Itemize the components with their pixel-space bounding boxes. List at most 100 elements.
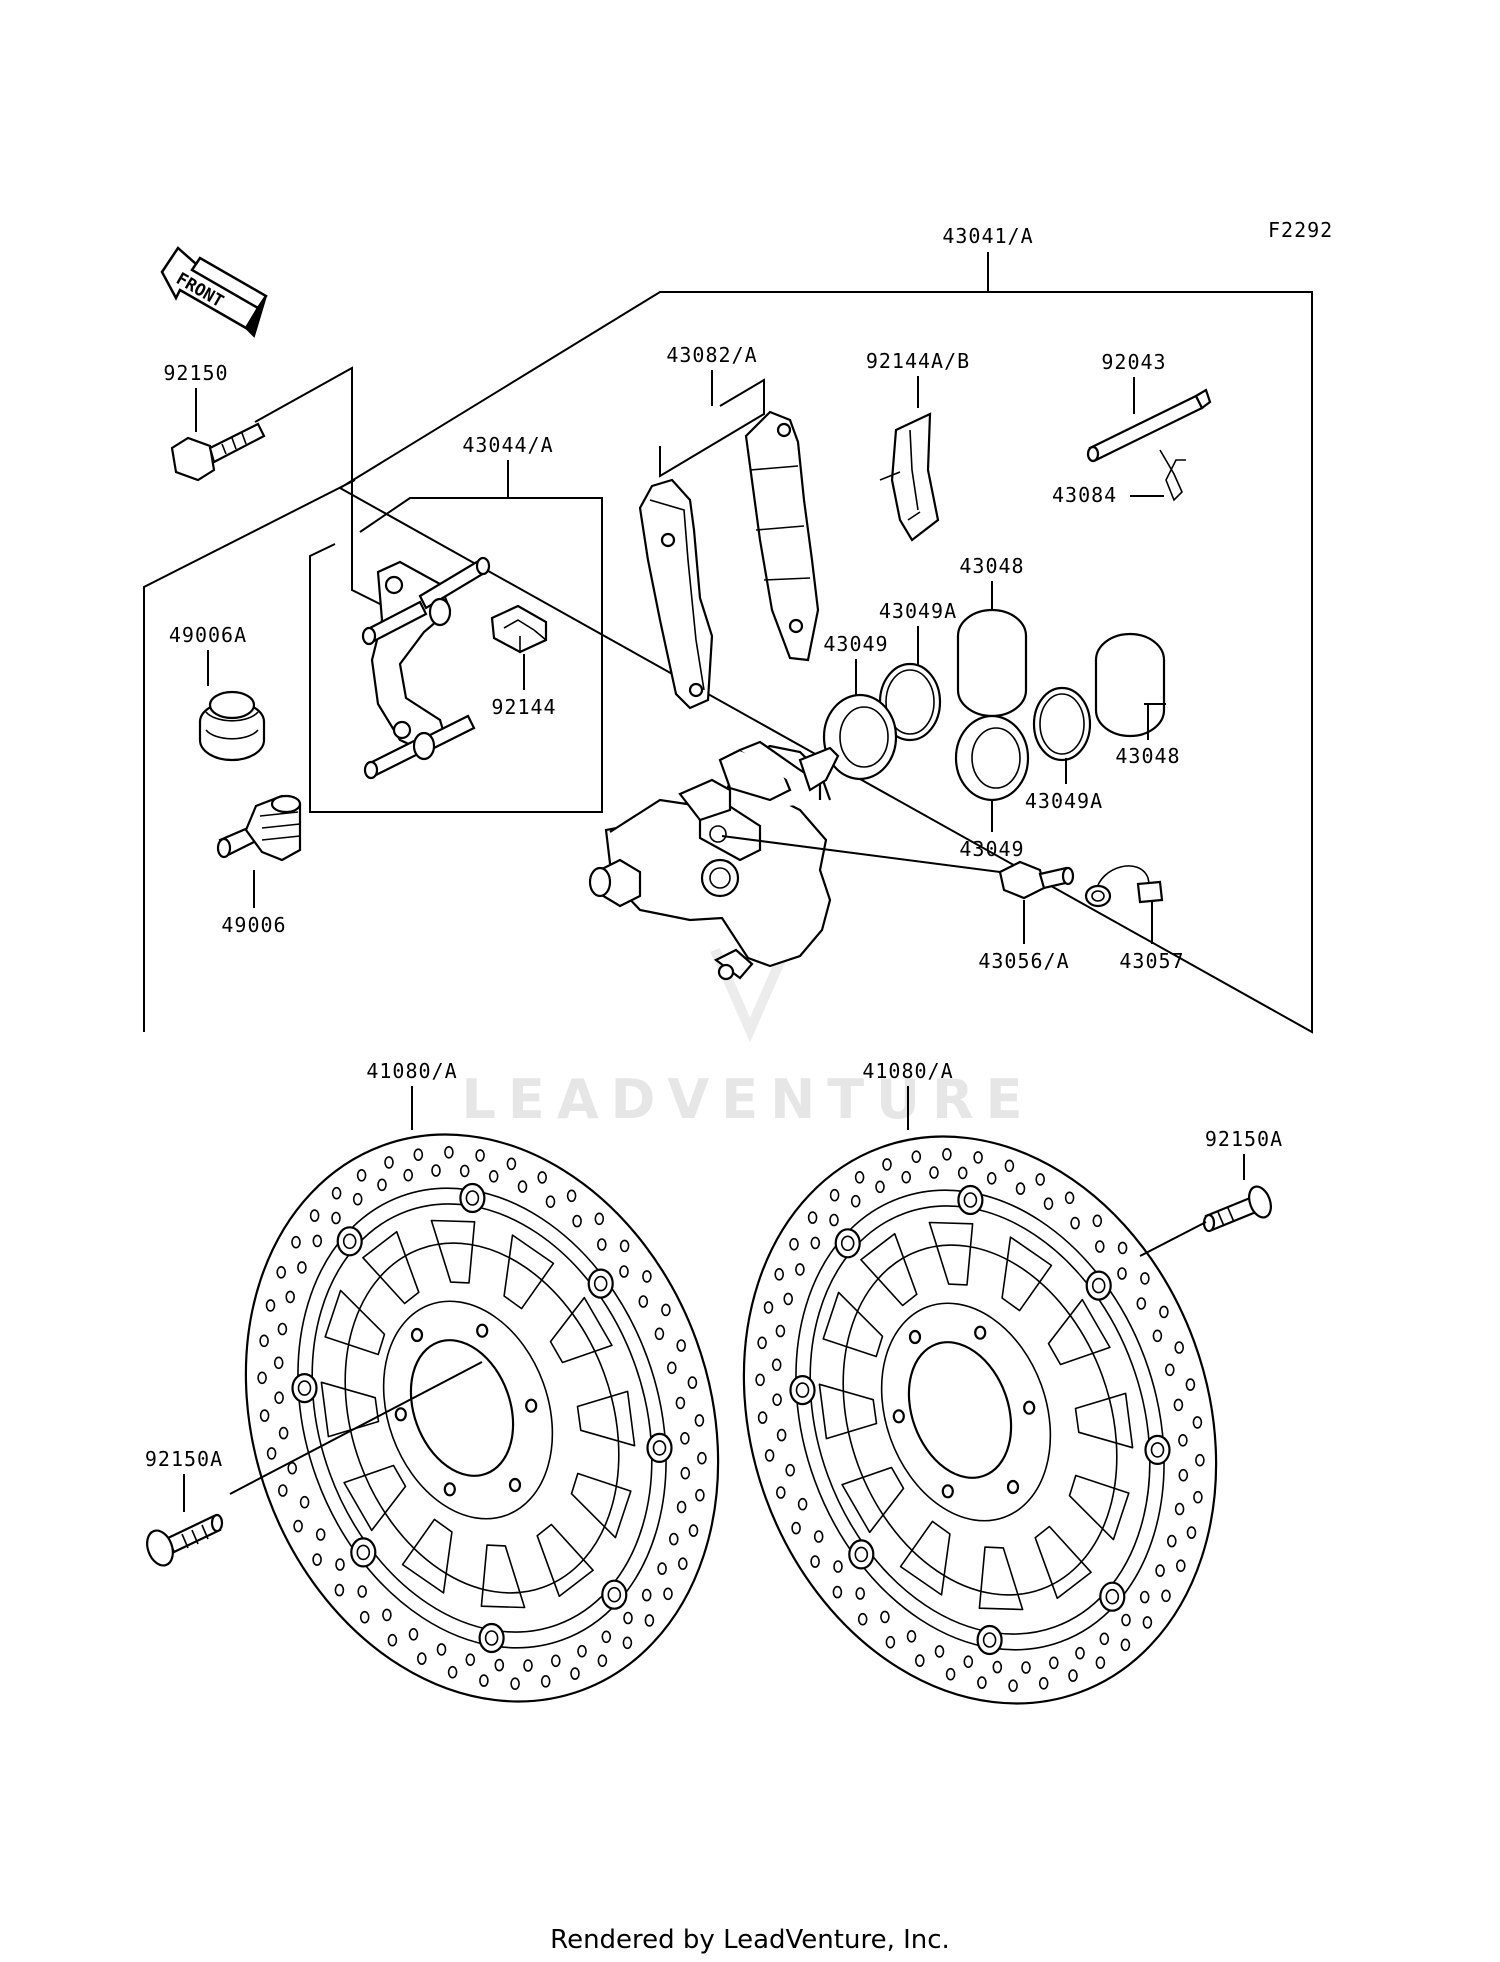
floating-button	[291, 1372, 318, 1404]
drill-hole	[1176, 1559, 1186, 1572]
drill-hole	[277, 1484, 288, 1497]
drill-hole	[986, 1172, 997, 1185]
drill-hole	[331, 1186, 342, 1200]
drill-hole	[676, 1500, 687, 1514]
drill-hole	[661, 1303, 671, 1317]
drill-hole	[797, 1497, 808, 1511]
label-43049-bottom: 43049	[959, 837, 1024, 861]
drill-hole	[357, 1585, 368, 1598]
drill-hole	[597, 1654, 608, 1667]
label-41080-right: 41080/A	[862, 1059, 953, 1083]
floating-button	[336, 1226, 363, 1257]
hub-bolt-hole	[443, 1482, 456, 1497]
drill-hole	[694, 1414, 705, 1427]
drill-hole	[810, 1236, 821, 1250]
drill-hole	[266, 1447, 277, 1460]
drill-hole	[537, 1171, 548, 1184]
floating-button	[976, 1624, 1003, 1656]
floating-button-hole	[342, 1233, 357, 1250]
floating-button	[1085, 1270, 1112, 1301]
drill-hole	[494, 1658, 505, 1672]
floating-button	[601, 1579, 628, 1610]
drill-hole	[654, 1327, 665, 1341]
drill-hole	[287, 1461, 298, 1475]
drill-hole	[911, 1150, 922, 1163]
drill-hole	[331, 1211, 341, 1225]
drill-hole	[387, 1633, 398, 1647]
drill-hole	[687, 1376, 698, 1389]
diagram-code: F2292	[1268, 218, 1333, 242]
drill-hole	[697, 1451, 707, 1465]
drill-hole	[901, 1170, 912, 1184]
drill-hole	[1193, 1490, 1203, 1504]
drill-hole	[403, 1168, 414, 1182]
drill-hole	[789, 1237, 799, 1251]
seal-43049-bottom: 43049	[954, 714, 1030, 861]
drill-hole	[1095, 1240, 1105, 1253]
rotor-vane	[320, 1381, 380, 1438]
floating-button	[848, 1539, 875, 1570]
drill-hole	[570, 1667, 580, 1680]
drill-hole	[914, 1654, 925, 1667]
drill-hole	[885, 1635, 896, 1649]
floating-button-hole	[982, 1632, 997, 1648]
drill-hole	[479, 1674, 489, 1687]
drill-hole	[1068, 1669, 1078, 1682]
drill-hole	[384, 1156, 394, 1169]
drill-hole	[882, 1158, 892, 1171]
drill-hole	[755, 1373, 765, 1387]
brake-disc-right: 41080/A	[742, 1059, 1218, 1705]
floating-button	[834, 1228, 861, 1259]
drill-hole	[1178, 1434, 1188, 1447]
drill-hole	[273, 1356, 284, 1370]
drill-hole	[1117, 1241, 1128, 1255]
hub-bolt-hole	[892, 1409, 905, 1424]
label-43049A-right: 43049A	[1025, 789, 1103, 813]
floating-button-hole	[484, 1630, 499, 1646]
label-43082: 43082/A	[666, 343, 757, 367]
drill-hole	[771, 1358, 782, 1372]
drill-hole	[416, 1652, 427, 1665]
drill-hole	[459, 1164, 470, 1178]
drill-hole	[833, 1560, 843, 1573]
drill-hole	[352, 1192, 363, 1206]
label-43057: 43057	[1119, 949, 1184, 973]
drill-hole	[572, 1214, 582, 1228]
label-43044: 43044/A	[462, 433, 553, 457]
floating-button	[646, 1432, 673, 1464]
drill-hole	[973, 1151, 983, 1164]
drill-hole	[1075, 1646, 1085, 1660]
pad-spring-92144AB: 92144A/B	[866, 349, 969, 542]
label-92150A-right: 92150A	[1205, 1127, 1283, 1151]
drill-hole	[785, 1463, 796, 1477]
pin-92043: 92043	[1086, 350, 1212, 463]
floating-button	[478, 1622, 505, 1654]
drill-hole	[506, 1157, 517, 1171]
drill-hole	[408, 1628, 419, 1641]
drill-hole	[829, 1188, 840, 1202]
drill-hole	[1035, 1173, 1045, 1186]
drill-hole	[688, 1524, 699, 1537]
drill-hole	[274, 1391, 284, 1404]
drill-hole	[807, 1211, 818, 1224]
drill-hole	[1015, 1182, 1026, 1195]
drill-hole	[957, 1166, 968, 1180]
drill-hole	[1174, 1341, 1184, 1354]
floating-button-hole	[1091, 1277, 1106, 1294]
hub-bolt-hole	[974, 1325, 987, 1340]
drill-hole	[1192, 1416, 1203, 1429]
drill-hole	[312, 1553, 322, 1566]
drill-hole	[1099, 1632, 1110, 1646]
brake-disc-left: 41080/A	[244, 1059, 720, 1703]
drill-hole	[829, 1213, 839, 1227]
rotor-vane	[899, 1520, 951, 1596]
drill-hole	[550, 1654, 561, 1668]
drill-hole	[757, 1411, 768, 1424]
rotor-vane	[401, 1518, 453, 1594]
drill-hole	[680, 1432, 690, 1445]
hub-bolt-hole	[508, 1477, 522, 1493]
caliper-body	[588, 740, 840, 981]
rotor-vane	[1074, 1392, 1134, 1449]
drill-hole	[1136, 1297, 1147, 1310]
drill-hole	[475, 1149, 485, 1162]
